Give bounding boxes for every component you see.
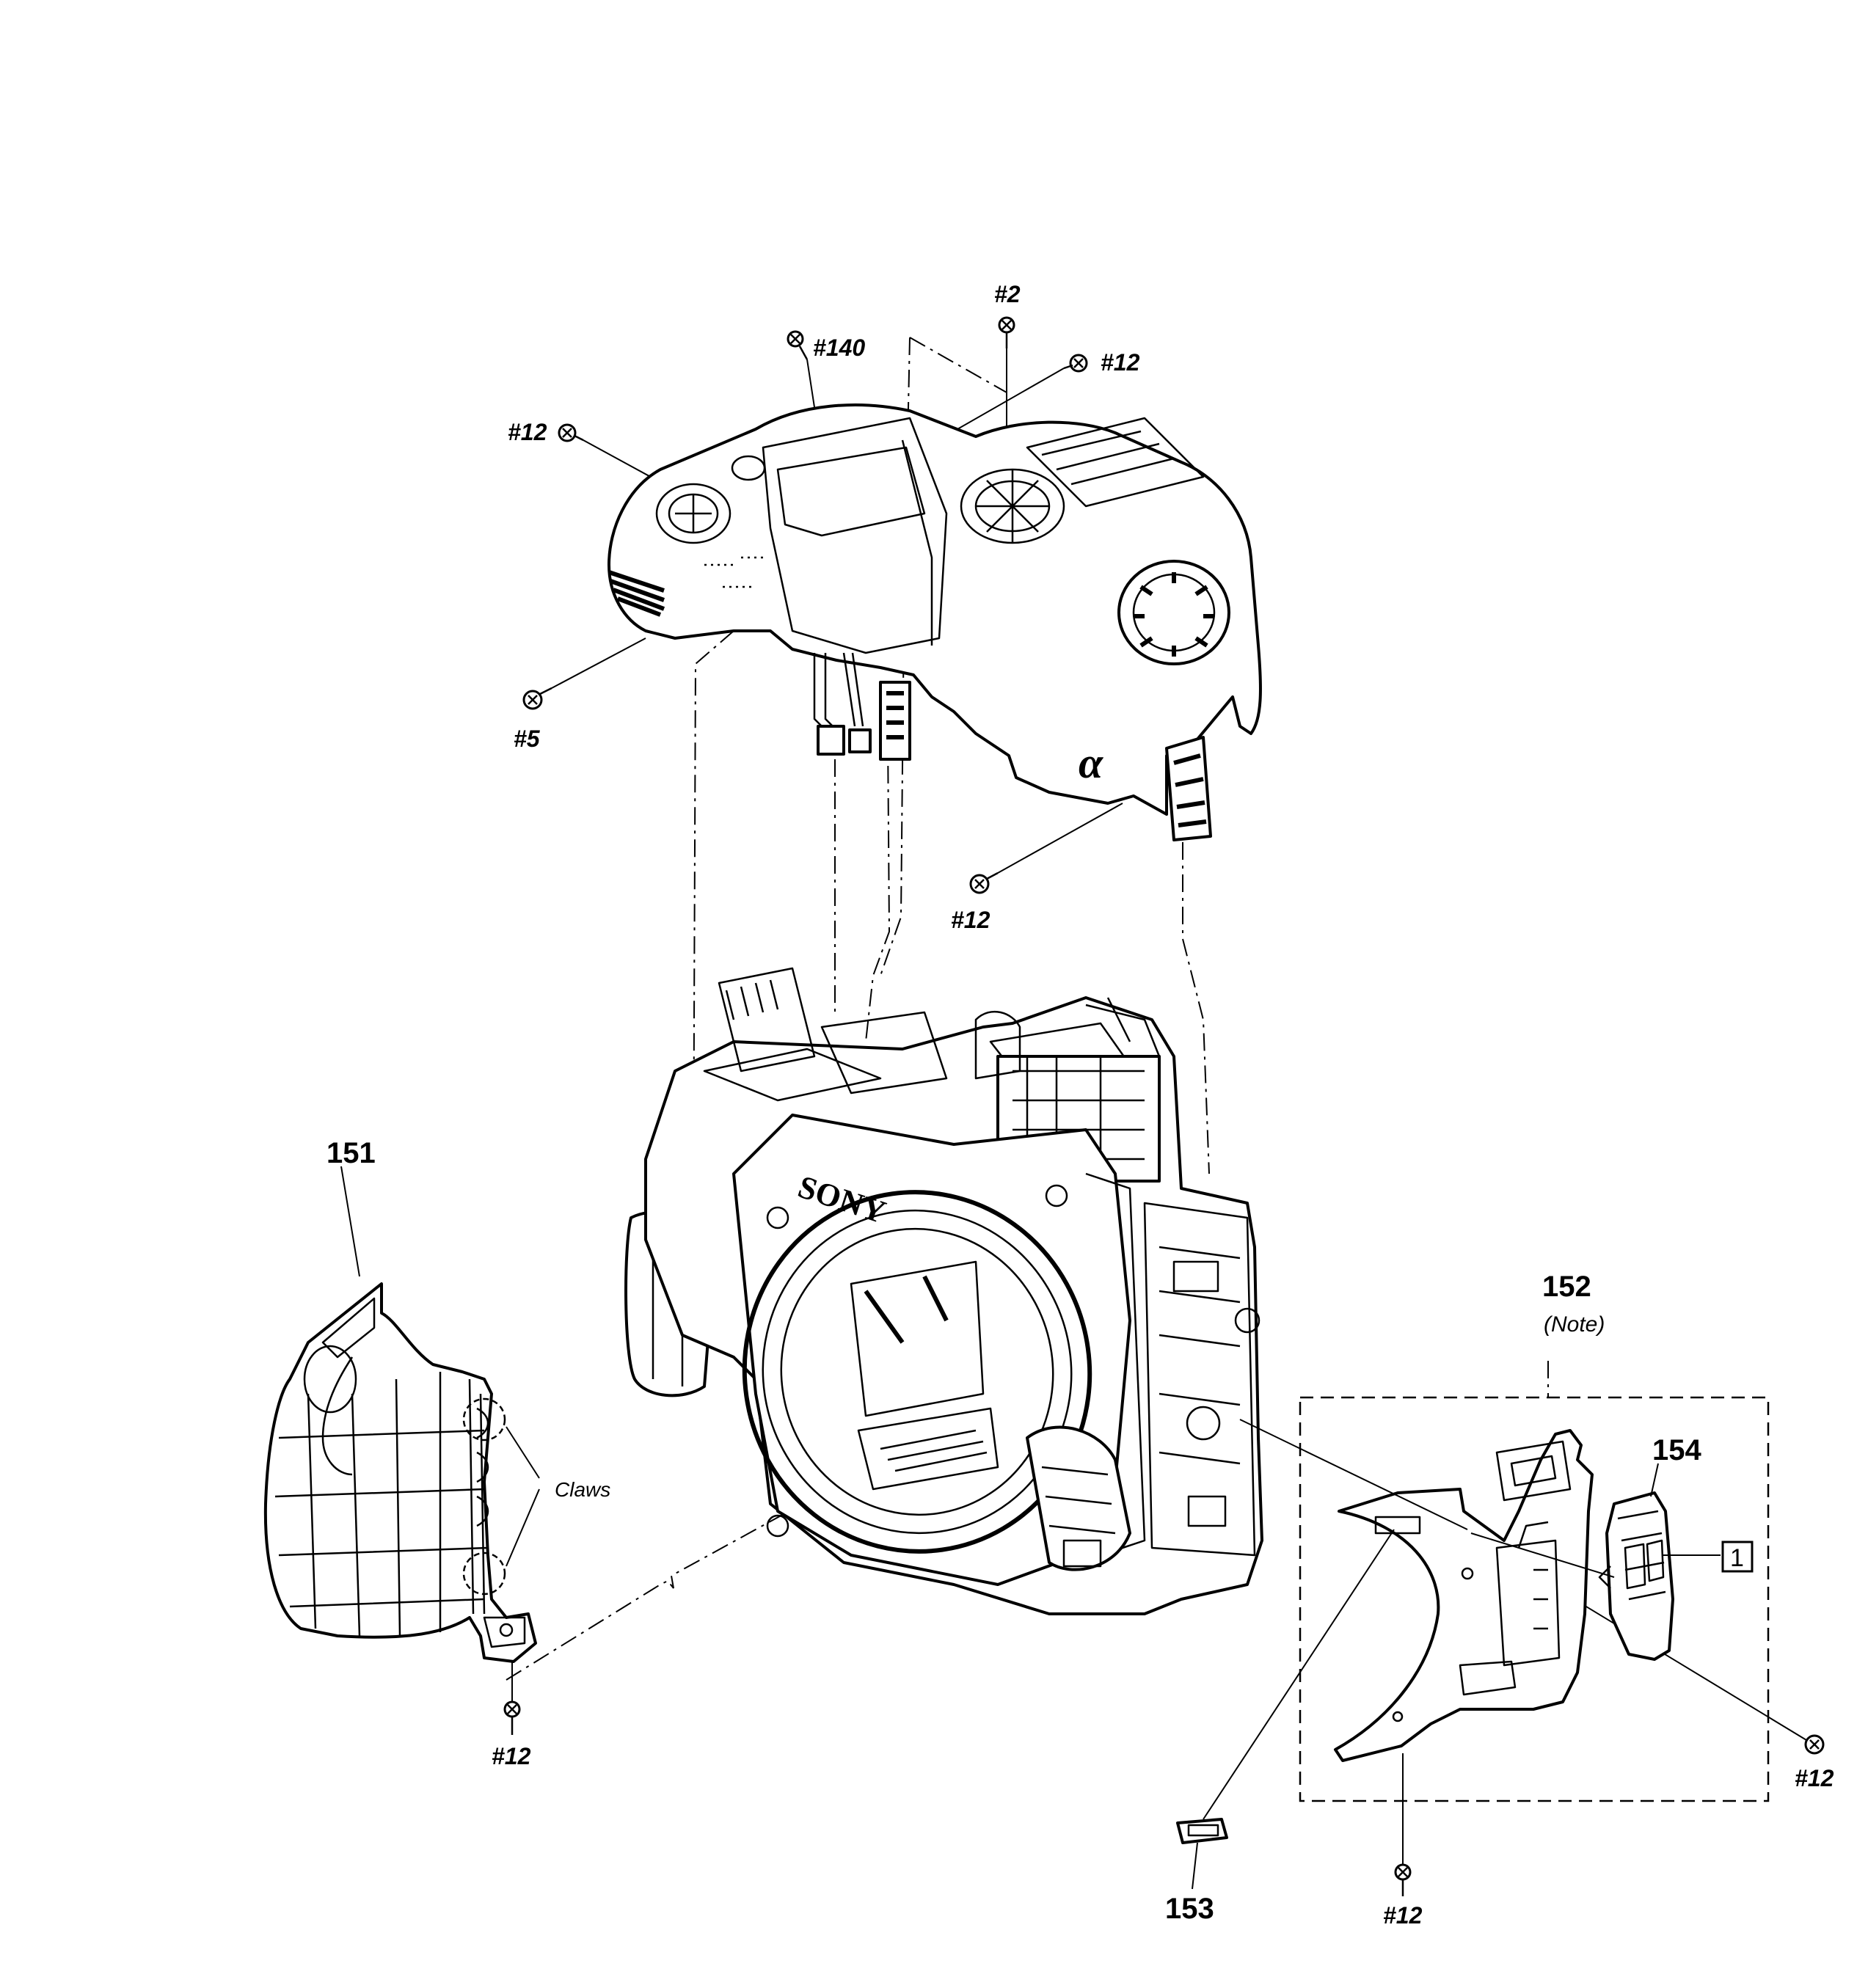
- part-label-152: 152: [1542, 1271, 1591, 1303]
- screw-label: #140: [813, 335, 865, 361]
- screw-label: #12: [492, 1743, 531, 1769]
- screw-label: #12: [508, 419, 547, 445]
- part-label-153: 153: [1165, 1893, 1214, 1925]
- claw-detail-icon: [462, 1552, 506, 1596]
- screw-icon: [1394, 1863, 1412, 1896]
- screw-icon: [998, 316, 1015, 348]
- screw-label: #5: [514, 726, 541, 752]
- screw-icon: [787, 330, 809, 360]
- screw-icon: [558, 423, 584, 442]
- reference-box: [1721, 1541, 1754, 1573]
- screw-icon: [969, 871, 999, 894]
- cable-connector: [848, 728, 872, 753]
- camera-body-assembly: SONY: [624, 967, 1263, 1615]
- leader-line: [1239, 1419, 1468, 1530]
- alignment-line: [506, 1496, 817, 1681]
- leader-line: [1192, 1842, 1198, 1890]
- part-label-151: 151: [326, 1137, 376, 1169]
- claw-detail-icon: [462, 1397, 506, 1441]
- cable-connector: [817, 725, 845, 756]
- label-slot: [1374, 1516, 1421, 1535]
- alignment-line: [909, 337, 1007, 393]
- alignment-line: [1182, 778, 1210, 1174]
- screw-icon: [503, 1700, 521, 1735]
- leader-line: [340, 1166, 360, 1277]
- part-152-side-cover: [1334, 1429, 1594, 1762]
- reference-number: 1: [1730, 1544, 1744, 1572]
- lens-mount: [742, 1190, 1092, 1554]
- alpha-logo: α: [1079, 739, 1103, 787]
- top-cover-assembly: α: [608, 403, 1262, 841]
- note-label: (Note): [1544, 1312, 1605, 1337]
- leader-line: [1650, 1463, 1659, 1497]
- leader-line: [1470, 1532, 1615, 1578]
- leader-line: [551, 637, 646, 689]
- control-dial: [1117, 560, 1230, 665]
- screw-label: #12: [1101, 349, 1140, 376]
- part-label-154: 154: [1652, 1434, 1701, 1466]
- part-151-grip-cover: [263, 1282, 540, 1663]
- alignment-line: [865, 733, 891, 1042]
- top-cover-body: [608, 403, 1262, 816]
- screw-icon: [522, 687, 552, 710]
- screw-label: #12: [1383, 1902, 1423, 1929]
- screw-icon: [1063, 354, 1088, 373]
- part-153-label: [1176, 1529, 1395, 1890]
- screw-label: #12: [1795, 1765, 1834, 1791]
- screw-icon: [1804, 1734, 1825, 1755]
- labels: #2 #140 #12 #12 #5 #12 #12 #12 #12 151 1…: [326, 281, 1834, 1929]
- part-152-assembly-box: [1299, 1396, 1770, 1802]
- claws-label: Claws: [555, 1478, 610, 1501]
- leader-line: [1203, 1529, 1395, 1820]
- screw-label: #12: [951, 907, 990, 933]
- screw-label: #2: [994, 281, 1021, 307]
- part-154-terminal-lid: [1598, 1491, 1721, 1661]
- leader-line: [997, 803, 1123, 874]
